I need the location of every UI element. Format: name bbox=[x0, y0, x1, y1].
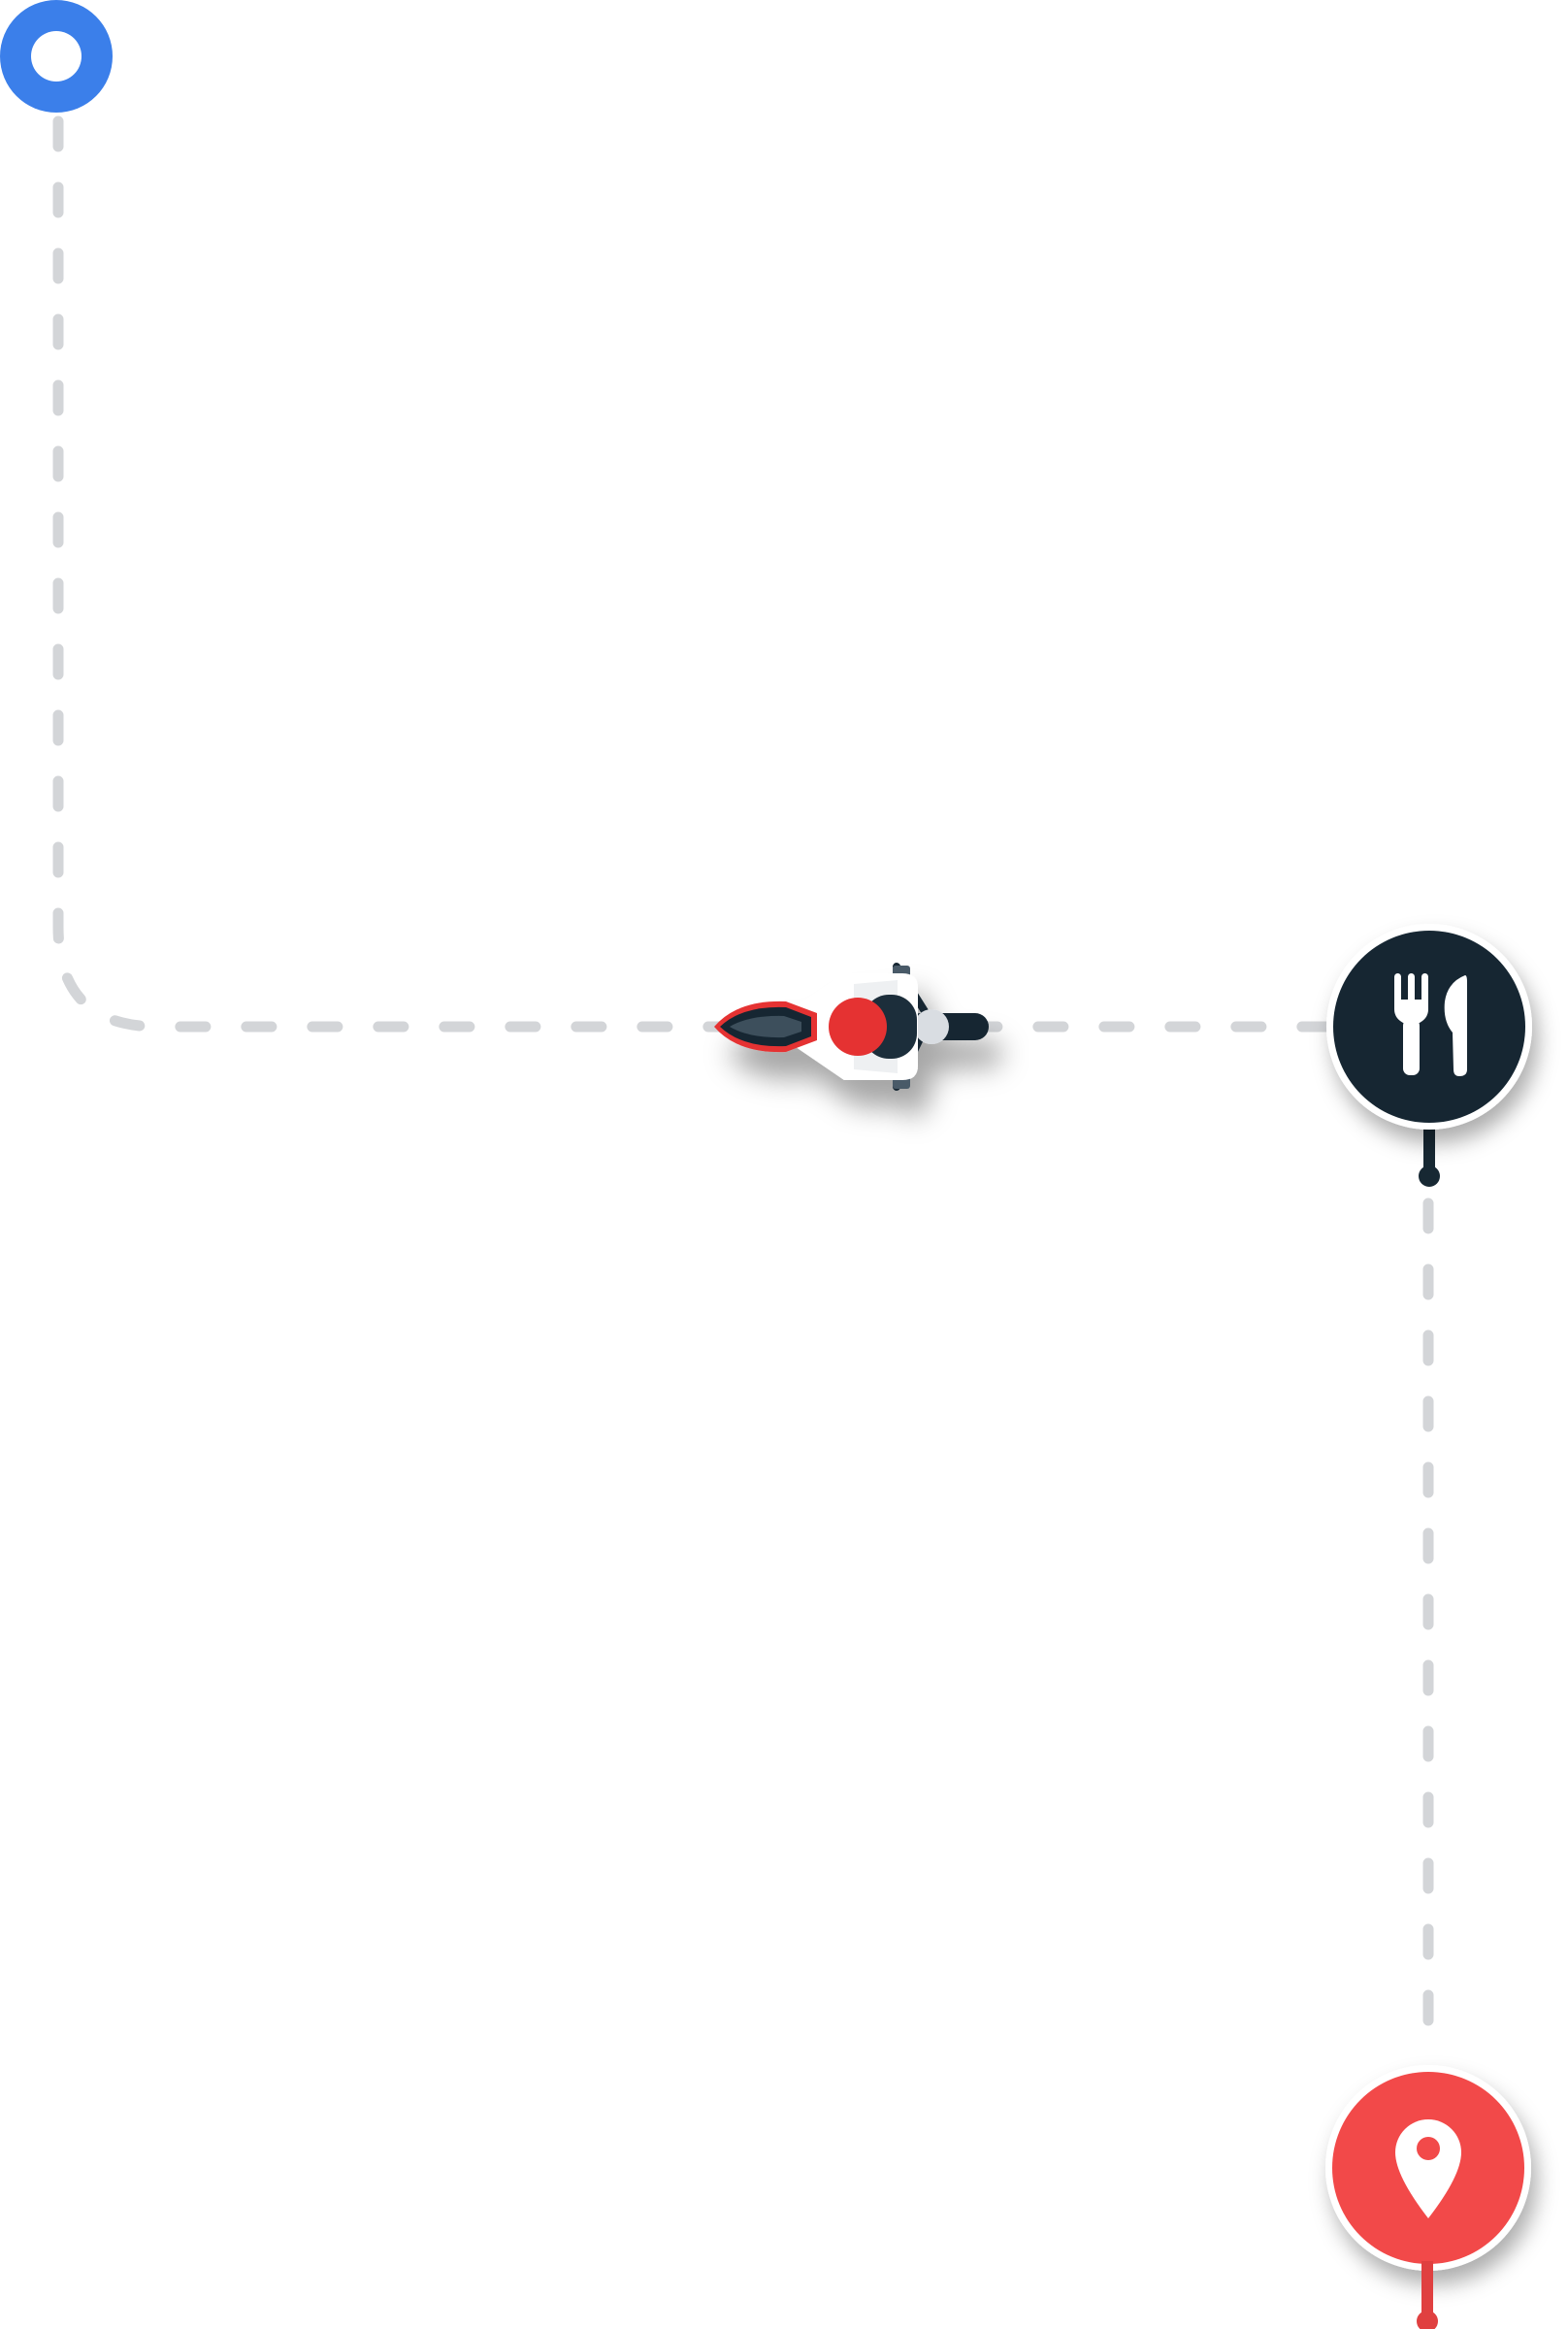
route-line-to-restaurant bbox=[52, 115, 1340, 1033]
courier-scooter bbox=[714, 963, 989, 1091]
restaurant-marker[interactable] bbox=[1326, 924, 1532, 1130]
location-pin-icon bbox=[1395, 2119, 1461, 2218]
destination-stem bbox=[1417, 2261, 1438, 2329]
origin-marker[interactable] bbox=[0, 0, 113, 113]
fork-knife-icon bbox=[1394, 973, 1467, 1076]
